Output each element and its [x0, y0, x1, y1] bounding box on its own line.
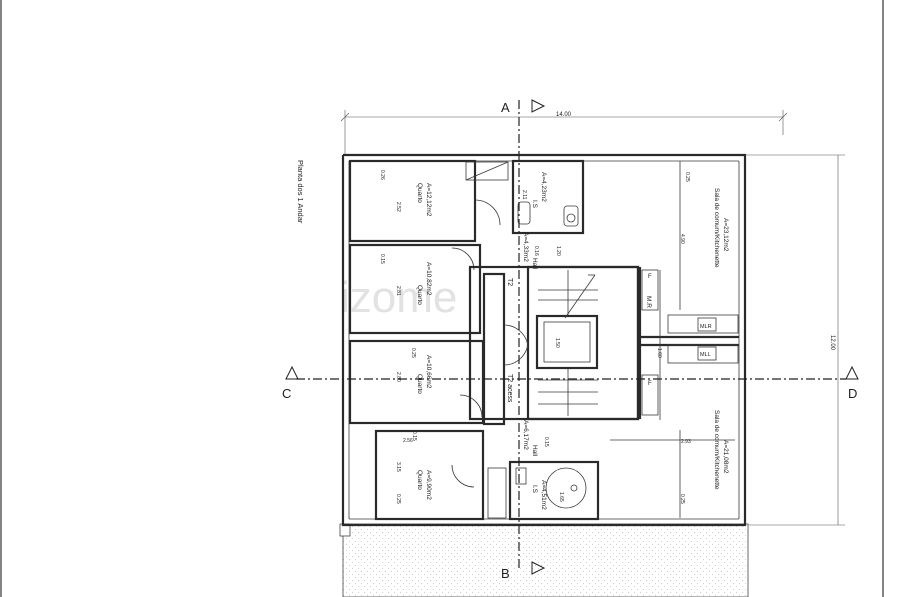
- dim-211: 2.11: [521, 190, 527, 200]
- dim-315: 3.15: [395, 462, 401, 472]
- svg-text:I.S: I.S: [531, 485, 538, 494]
- dim-025-b: 0.25: [395, 494, 401, 504]
- unit-label-t2-access: T2 acess: [506, 374, 513, 403]
- bathroom-fixtures: [508, 159, 600, 521]
- dim-016: 0.16: [533, 246, 539, 256]
- svg-text:Hall: Hall: [531, 445, 538, 457]
- room-is-2: I.S A=4,51m2: [531, 480, 547, 510]
- svg-text:A=10,82m2: A=10,82m2: [425, 262, 432, 296]
- room-quarto-4: Quarto A=9,90m2: [416, 470, 432, 500]
- svg-text:C: C: [282, 386, 291, 401]
- label-f-top: F: [648, 274, 652, 280]
- svg-text:Quarto: Quarto: [416, 285, 423, 305]
- svg-text:Quarto: Quarto: [416, 183, 423, 203]
- dim-015-b: 0.15: [411, 431, 417, 441]
- room-quarto-2: Quarto A=10,82m2: [416, 262, 432, 305]
- svg-text:A=4,51m2: A=4,51m2: [540, 480, 547, 510]
- dim-025-a: 0.25: [410, 348, 416, 358]
- room-sala-2: Sala de comum/Kitchenette A=21,08m2: [713, 410, 729, 490]
- ground-hatch: [342, 523, 749, 597]
- dimension-height: 12.00: [745, 154, 845, 526]
- section-marker-b: B: [501, 561, 546, 581]
- sheet-title: Planta dos 1 Andar: [296, 160, 305, 224]
- unit-label-t2: T2: [506, 278, 513, 286]
- room-quarto-3: Quarto A=10,66m2: [416, 355, 432, 394]
- room-hall-2: Hall A=6,17m2: [522, 420, 538, 457]
- stair-core: [468, 265, 640, 426]
- room-quarto-1: Quarto A=12,12m2: [416, 183, 432, 217]
- svg-text:A=4,23m2: A=4,23m2: [540, 172, 547, 202]
- kitchen-walls: [610, 161, 739, 518]
- dim-256: 2.56: [403, 438, 413, 444]
- label-mll: MLL: [700, 352, 711, 358]
- dim-width-label: 14.00: [556, 112, 572, 118]
- svg-text:B: B: [501, 566, 510, 581]
- label-f-bottom: F: [648, 381, 652, 387]
- room-is-1: I.S A=4,23m2: [531, 172, 547, 209]
- svg-text:A=4,33m2: A=4,33m2: [522, 232, 529, 262]
- dim-293: 2.93: [681, 439, 691, 445]
- dim-281: 2.81: [395, 286, 401, 296]
- watermark: izome: [340, 273, 457, 322]
- dim-165: 1.65: [558, 492, 564, 502]
- svg-text:D: D: [848, 386, 857, 401]
- dim-490: 4.90: [679, 234, 685, 244]
- svg-text:A=6,17m2: A=6,17m2: [522, 420, 529, 450]
- bedroom-walls: [348, 159, 509, 521]
- room-sala-1: Sala de comum/Kitchenette A=23,12m2: [713, 188, 729, 268]
- dim-015-c: 0.15: [543, 437, 549, 447]
- section-marker-c: C: [282, 365, 299, 401]
- svg-text:A=23,12m2: A=23,12m2: [722, 218, 729, 252]
- svg-text:Quarto: Quarto: [416, 374, 423, 394]
- svg-text:Quarto: Quarto: [416, 470, 423, 490]
- dim-120: 1.20: [555, 246, 561, 256]
- svg-text:A=21,08m2: A=21,08m2: [722, 440, 729, 474]
- label-mr: M.R: [645, 296, 652, 308]
- dim-height-label: 12.00: [829, 335, 835, 351]
- dim-015-a: 0.15: [379, 254, 385, 264]
- dim-150: 1.50: [554, 338, 560, 348]
- label-mlr: MLR: [700, 324, 712, 330]
- svg-text:Sala de comum/Kitchenette: Sala de comum/Kitchenette: [713, 188, 720, 268]
- svg-text:Hall: Hall: [531, 258, 538, 270]
- section-marker-a: A: [501, 99, 546, 115]
- section-marker-d: D: [845, 365, 859, 401]
- svg-text:A=9,90m2: A=9,90m2: [425, 470, 432, 500]
- dim-025-right-bot: 0.25: [679, 494, 685, 504]
- svg-text:Sala de comum/Kitchenette: Sala de comum/Kitchenette: [713, 410, 720, 490]
- dim-280: 2.80: [395, 372, 401, 382]
- dim-252: 2.52: [395, 202, 401, 212]
- dim-025-right-top: 0.25: [684, 172, 690, 182]
- dim-026-a: 0.26: [379, 170, 385, 180]
- svg-text:I.S: I.S: [531, 200, 538, 209]
- dimension-width: 14.00: [340, 110, 788, 155]
- room-hall-1: Hall A=4,33m2: [522, 232, 538, 270]
- svg-text:A=12,12m2: A=12,12m2: [425, 183, 432, 217]
- svg-text:A=10,66m2: A=10,66m2: [425, 355, 432, 389]
- dim-160: 1.60: [656, 348, 662, 358]
- svg-text:A: A: [501, 100, 510, 115]
